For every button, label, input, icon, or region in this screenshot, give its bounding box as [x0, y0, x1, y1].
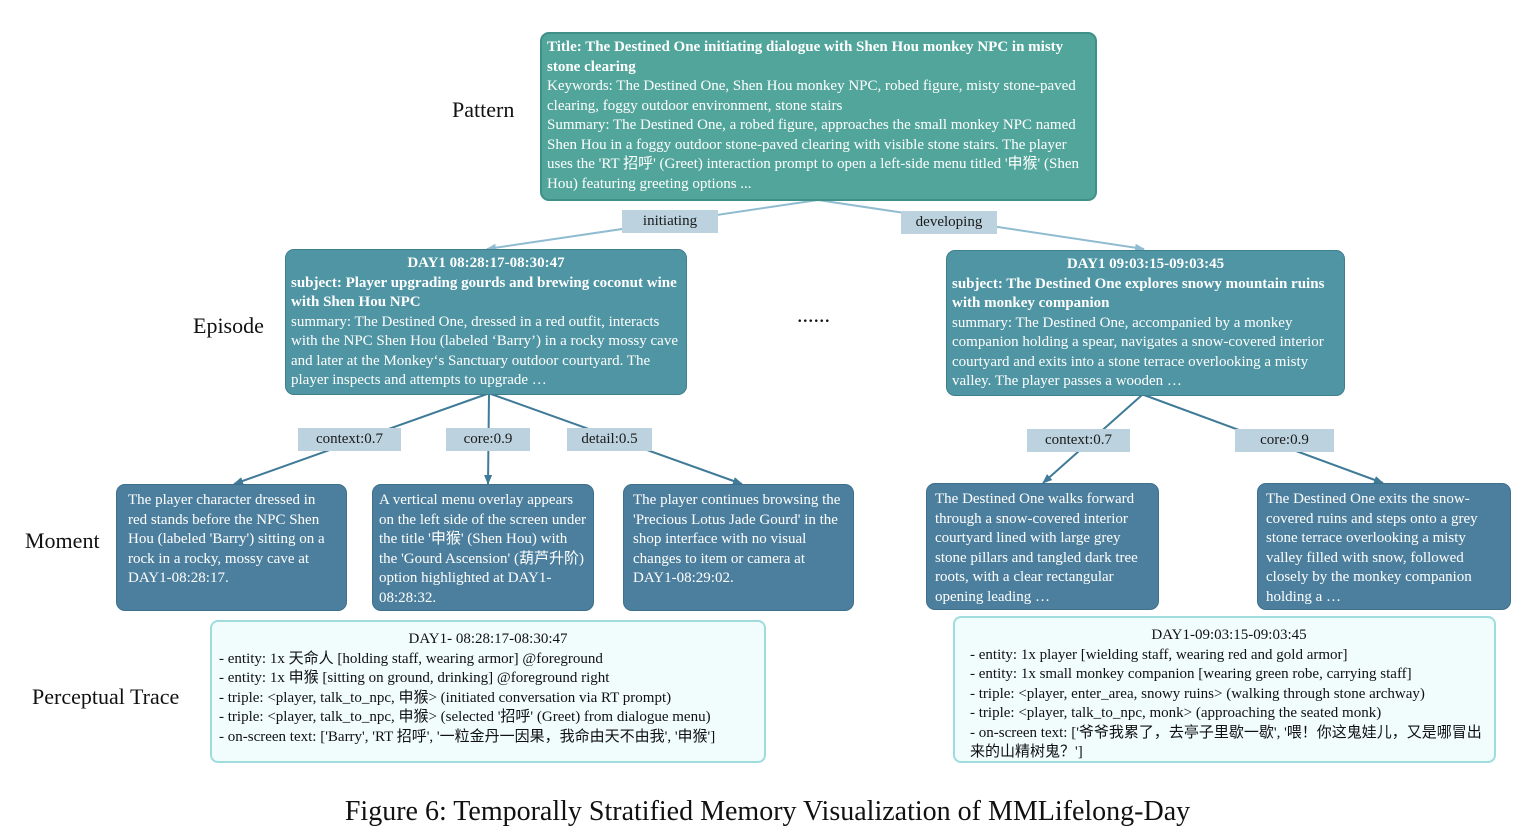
- edge-label-left-core: core:0.9: [446, 428, 530, 451]
- trace-left-line: - triple: <player, talk_to_npc, 申猴> (ini…: [219, 689, 672, 706]
- edge-label-left-context: context:0.7: [298, 428, 401, 451]
- episode-right-time: DAY1 09:03:15-09:03:45: [1066, 256, 1225, 272]
- trace-right-line: - triple: <player, enter_area, snowy rui…: [970, 685, 1425, 702]
- trace-right-line: - entity: 1x small monkey companion [wea…: [970, 666, 1412, 682]
- edge-label-right-context: context:0.7: [1027, 429, 1130, 452]
- row-label-moment: Moment: [25, 528, 100, 553]
- edge-label-initiating: initiating: [622, 210, 718, 233]
- row-label-episode: Episode: [193, 313, 264, 338]
- trace-left-line: - entity: 1x 天命人 [holding staff, wearing…: [219, 650, 603, 667]
- pattern-keywords: Keywords: The Destined One, Shen Hou mon…: [547, 78, 1076, 114]
- episode-left-subject: subject: Player upgrading gourds and bre…: [291, 274, 677, 311]
- episode-right-subject: subject: The Destined One explores snowy…: [952, 275, 1325, 312]
- episode-node-left: DAY1 08:28:17-08:30:47 subject: Player u…: [285, 249, 687, 395]
- edge-label-right-core: core:0.9: [1235, 429, 1334, 452]
- row-label-perceptual-trace: Perceptual Trace: [32, 684, 180, 709]
- pattern-node: Title: The Destined One initiating dialo…: [540, 32, 1097, 201]
- moment-node-5: The Destined One exits the snow-covered …: [1257, 483, 1511, 610]
- moment-node-3: The player continues browsing the 'Preci…: [623, 484, 854, 611]
- row-label-pattern: Pattern: [452, 97, 515, 122]
- pattern-summary: Summary: The Destined One, a robed figur…: [547, 117, 1080, 192]
- edge-label-developing: developing: [901, 211, 997, 234]
- figure-caption: Figure 6: Temporally Stratified Memory V…: [344, 796, 1191, 827]
- trace-right-line: - triple: <player, talk_to_npc, monk> (a…: [970, 705, 1382, 721]
- moment-node-1: The player character dressed in red stan…: [116, 484, 347, 611]
- trace-left-line: - triple: <player, talk_to_npc, 申猴> (sel…: [219, 709, 711, 725]
- episode-node-right: DAY1 09:03:15-09:03:45 subject: The Dest…: [946, 250, 1345, 396]
- moment-node-4: The Destined One walks forward through a…: [926, 483, 1159, 610]
- perceptual-trace-right: DAY1-09:03:15-09:03:45 - entity: 1x play…: [953, 616, 1496, 763]
- episode-left-time: DAY1 08:28:17-08:30:47: [407, 255, 565, 271]
- trace-right-line: - on-screen text: ['爷爷我累了，去亭子里歇一歇', '喂！你…: [970, 724, 1482, 761]
- ellipsis: ......: [797, 302, 830, 327]
- trace-left-line: - on-screen text: ['Barry', 'RT 招呼', '一粒…: [219, 728, 716, 745]
- trace-left-line: - entity: 1x 申猴 [sitting on ground, drin…: [219, 670, 610, 686]
- trace-left-header: DAY1- 08:28:17-08:30:47: [408, 631, 568, 647]
- pattern-title: Title: The Destined One initiating dialo…: [547, 39, 1064, 75]
- edge-label-left-detail: detail:0.5: [567, 428, 652, 451]
- perceptual-trace-left: DAY1- 08:28:17-08:30:47 - entity: 1x 天命人…: [210, 620, 766, 763]
- trace-right-header: DAY1-09:03:15-09:03:45: [1151, 627, 1307, 643]
- episode-right-summary: summary: The Destined One, accompanied b…: [952, 314, 1324, 390]
- episode-left-summary: summary: The Destined One, dressed in a …: [291, 313, 678, 389]
- trace-right-line: - entity: 1x player [wielding staff, wea…: [970, 646, 1348, 663]
- moment-node-2: A vertical menu overlay appears on the l…: [372, 484, 594, 611]
